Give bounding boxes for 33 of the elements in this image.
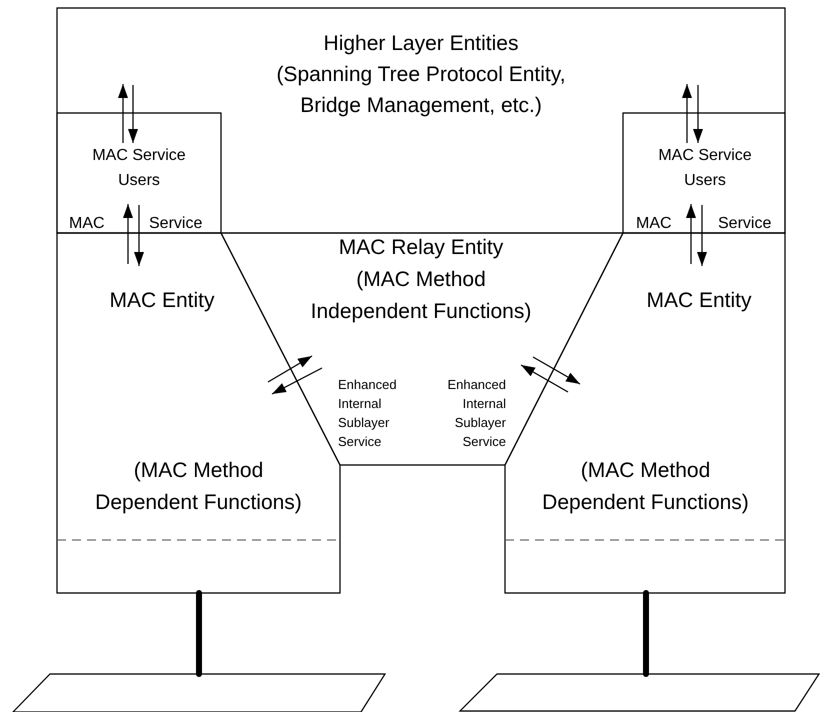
node-text: Enhanced Internal Sublayer Service: [446, 376, 506, 451]
arrow: [693, 85, 703, 143]
node-title: MAC Entity: [108, 288, 216, 314]
node-title: MAC Relay Entity (MAC Method Independent Functions): [310, 235, 532, 325]
arrow: [118, 84, 128, 143]
network-link: [643, 590, 649, 677]
arrow: [128, 85, 138, 143]
interface-label: Service: [149, 216, 202, 232]
node-text: Enhanced Internal Sublayer Service: [338, 376, 398, 451]
network-link: [196, 590, 202, 677]
layer-box: [623, 113, 785, 233]
network-segment: [460, 674, 819, 711]
node-title: Higher Layer Entities (Spanning Tree Protocol Entity, Bridge Management, etc.): [275, 31, 567, 119]
arrow: [682, 84, 692, 143]
arrow: [686, 204, 696, 264]
arrow: [520, 364, 568, 393]
node-text: (MAC Method Dependent Functions): [541, 458, 750, 516]
node-title: MAC Service Users: [91, 146, 187, 191]
arrow: [123, 204, 133, 264]
node-text: (MAC Method Dependent Functions): [94, 458, 303, 516]
arrow: [272, 367, 322, 395]
network-segment: [13, 674, 385, 712]
layer-box: [57, 8, 785, 233]
layer-box: [57, 113, 221, 233]
interface-label: MAC: [636, 216, 672, 232]
arrow: [532, 356, 580, 385]
interface-label: MAC: [69, 216, 105, 232]
node-title: MAC Service Users: [657, 146, 753, 191]
node-title: MAC Entity: [645, 288, 753, 314]
arrow: [268, 355, 312, 383]
arrow: [697, 205, 707, 266]
interface-label: Service: [718, 216, 772, 232]
arrow: [134, 205, 144, 266]
